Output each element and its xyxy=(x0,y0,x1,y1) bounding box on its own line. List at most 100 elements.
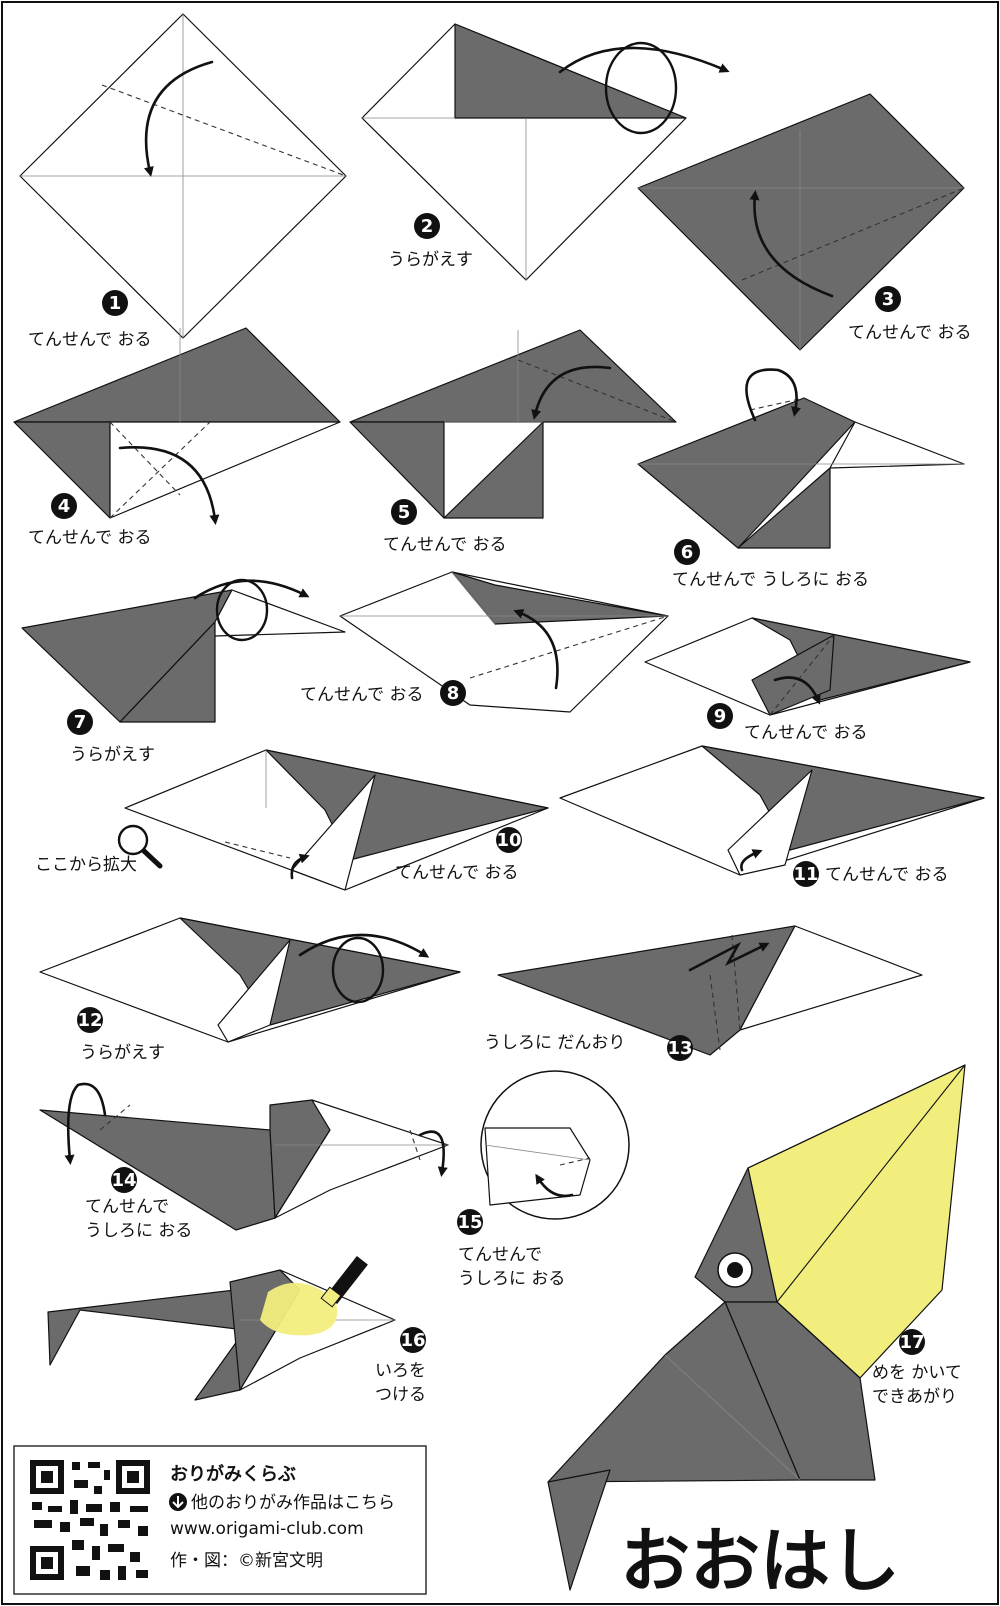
step-9-badge xyxy=(707,703,733,729)
step-11-badge xyxy=(793,861,819,887)
step-17-caption: めを かいて xyxy=(872,1363,962,1383)
step-16-caption-2: つける xyxy=(375,1385,426,1405)
step-6-diagram: 6 てんせんで うしろに おる xyxy=(637,368,965,590)
step-13-diagram: 13 うしろに だんおり xyxy=(484,925,923,1061)
more-works-link[interactable]: 他のおりがみ作品はこちら xyxy=(191,1493,395,1513)
step-6-number: 6 xyxy=(681,542,694,563)
step-14-caption-2: うしろに おる xyxy=(85,1221,192,1241)
step-2-caption: うらがえす xyxy=(388,250,473,270)
step-10-caption: てんせんで おる xyxy=(395,863,519,883)
step-11-number: 11 xyxy=(793,864,818,885)
curved-arrow-icon xyxy=(64,1082,107,1165)
step-10-badge xyxy=(496,827,522,853)
curved-arrow-icon xyxy=(513,609,559,690)
curved-arrow-icon xyxy=(531,365,612,420)
step-3-diagram: 3 てんせんで おる xyxy=(637,93,972,351)
step-16-diagram: 16 いろを つける xyxy=(47,1255,426,1405)
step-6-badge xyxy=(674,539,700,565)
step-7-badge xyxy=(67,709,93,735)
qr-code-icon[interactable] xyxy=(28,1458,152,1582)
step-1-diagram: 1 てんせんで おる xyxy=(19,13,347,350)
step-12-number: 12 xyxy=(77,1010,102,1031)
step-9-caption: てんせんで おる xyxy=(744,723,868,743)
zigzag-arrow-icon xyxy=(688,941,770,972)
step-16-caption: いろを xyxy=(375,1361,426,1381)
step-17-badge xyxy=(899,1329,925,1355)
step-15-number: 15 xyxy=(457,1212,482,1233)
step-12-badge xyxy=(77,1007,103,1033)
curved-arrow-icon xyxy=(144,60,214,177)
curved-arrow-icon xyxy=(740,849,763,872)
flip-loop-icon xyxy=(558,46,730,74)
step-5-number: 5 xyxy=(398,502,411,523)
step-3-badge xyxy=(875,286,901,312)
site-url-link[interactable]: www.origami-club.com xyxy=(170,1519,364,1539)
step-17-number: 17 xyxy=(899,1332,924,1353)
step-15-caption: てんせんで xyxy=(458,1245,542,1265)
step-7-number: 7 xyxy=(74,712,87,733)
step-7-caption: うらがえす xyxy=(70,745,155,765)
step-14-number: 14 xyxy=(111,1170,136,1191)
step-4-number: 4 xyxy=(58,496,71,517)
club-name: おりがみくらぶ xyxy=(170,1463,296,1485)
step-6-caption: てんせんで うしろに おる xyxy=(672,570,869,590)
step-12-caption: うらがえす xyxy=(80,1043,165,1063)
step-17-finished-toucan: 17 めを かいて できあがり xyxy=(547,1064,966,1591)
curved-arrow-icon xyxy=(535,1173,574,1198)
step-16-badge xyxy=(400,1327,426,1353)
step-5-caption: てんせんで おる xyxy=(383,535,507,555)
step-11-caption: てんせんで おる xyxy=(825,865,949,885)
zoom-note: ここから拡大 xyxy=(35,824,163,875)
step-9-diagram: 9 てんせんで おる xyxy=(644,617,971,743)
step-10-number: 10 xyxy=(496,830,521,851)
zoom-note-text: ここから拡大 xyxy=(35,855,137,875)
paint-blob xyxy=(260,1282,338,1336)
marker-pen-icon xyxy=(320,1255,368,1308)
step-8-diagram: 8 てんせんで おる xyxy=(300,571,669,713)
step-4-diagram: 4 てんせんで おる xyxy=(13,327,341,548)
curved-arrow-icon xyxy=(773,676,821,705)
step-10-diagram: 10 てんせんで おる xyxy=(124,749,549,891)
step-9-number: 9 xyxy=(714,706,727,727)
step-13-caption: うしろに だんおり xyxy=(484,1033,625,1053)
step-3-number: 3 xyxy=(882,289,895,310)
step-13-number: 13 xyxy=(667,1038,692,1059)
page-title: おおはし xyxy=(620,1520,900,1602)
step-2-badge xyxy=(414,213,440,239)
step-2-number: 2 xyxy=(421,216,434,237)
curved-arrow-icon xyxy=(745,368,801,422)
step-17-caption-2: できあがり xyxy=(872,1387,957,1407)
step-12-diagram: 12 うらがえす xyxy=(39,917,461,1063)
curved-arrow-icon xyxy=(290,853,310,880)
step-3-caption: てんせんで おる xyxy=(848,323,972,343)
step-15-badge xyxy=(457,1209,483,1235)
step-2-diagram: 2 うらがえす xyxy=(361,23,730,281)
step-1-number: 1 xyxy=(109,293,122,314)
step-5-badge xyxy=(391,499,417,525)
credit-box: おりがみくらぶ 他のおりがみ作品はこちら www.origami-club.co… xyxy=(13,1445,427,1595)
step-4-badge xyxy=(51,493,77,519)
step-4-caption: てんせんで おる xyxy=(28,528,152,548)
step-15-caption-2: うしろに おる xyxy=(458,1269,565,1289)
step-8-number: 8 xyxy=(447,683,460,704)
flip-loop-icon xyxy=(298,933,430,958)
step-15-diagram: 15 てんせんで うしろに おる xyxy=(457,1070,630,1289)
author-credit: 作・図：©新宮文明 xyxy=(170,1551,323,1571)
step-5-diagram: 5 てんせんで おる xyxy=(349,329,677,555)
step-13-badge xyxy=(667,1035,693,1061)
magnifier-icon xyxy=(117,824,149,856)
step-8-caption: てんせんで おる xyxy=(300,685,424,705)
step-14-badge xyxy=(111,1167,137,1193)
step-16-number: 16 xyxy=(400,1330,425,1351)
curved-arrow-icon xyxy=(749,190,834,298)
step-1-badge xyxy=(102,290,128,316)
step-8-badge xyxy=(440,680,466,706)
step-14-diagram: 14 てんせんで うしろに おる xyxy=(39,1082,449,1241)
curved-arrow-icon xyxy=(118,445,220,525)
step-11-diagram: 11 てんせんで おる xyxy=(559,745,985,887)
step-1-caption: てんせんで おる xyxy=(28,330,152,350)
curved-arrow-icon xyxy=(418,1130,448,1177)
step-14-caption: てんせんで xyxy=(85,1197,169,1217)
step-7-diagram: 7 うらがえす xyxy=(21,578,346,765)
